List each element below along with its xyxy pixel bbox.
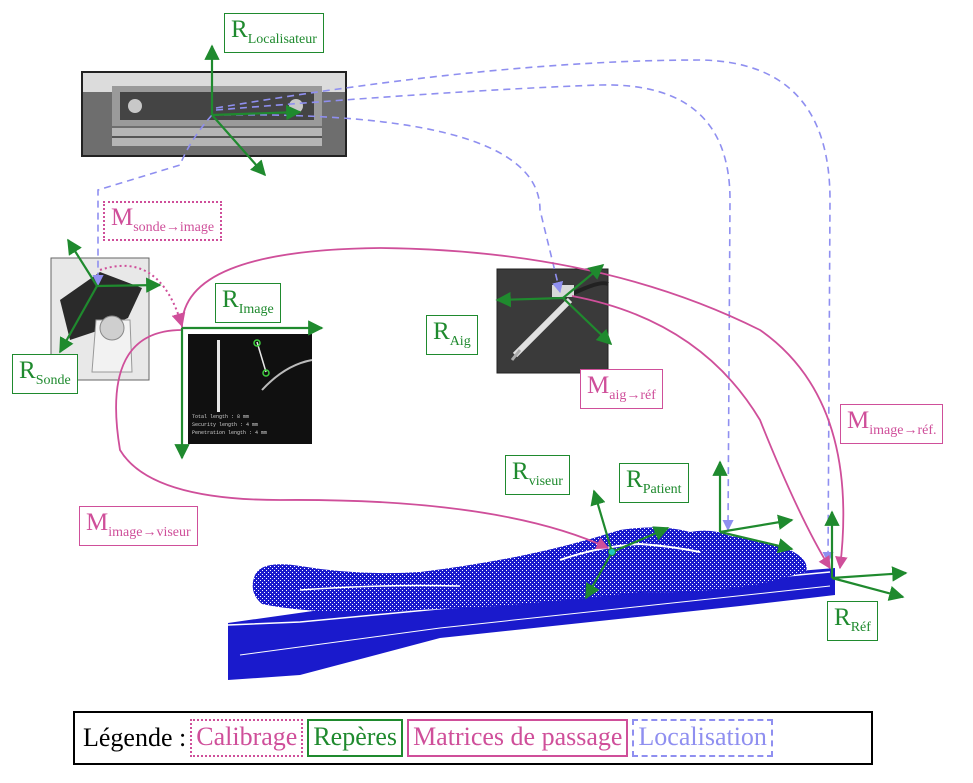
matrix-aig-ref bbox=[571, 295, 831, 570]
legend: Légende : Calibrage Repères Matrices de … bbox=[73, 711, 873, 765]
localisation-to-patient bbox=[215, 84, 734, 532]
matrices-links bbox=[115, 247, 848, 570]
frames bbox=[59, 44, 908, 601]
patient-model bbox=[227, 527, 835, 680]
legend-title: Légende : bbox=[83, 723, 187, 752]
frame-sonde bbox=[59, 238, 162, 354]
label-m-aig-ref: Maig→réf bbox=[580, 369, 663, 409]
label-r-patient: RPatient bbox=[619, 463, 689, 503]
label-r-ref: RRéf bbox=[827, 601, 878, 641]
legend-reperes: Repères bbox=[307, 719, 404, 757]
matrix-image-ref bbox=[181, 247, 848, 570]
frame-ref bbox=[824, 510, 908, 601]
matrix-image-viseur bbox=[115, 329, 610, 549]
localisation-to-sonde bbox=[92, 114, 213, 287]
legend-calibrage: Calibrage bbox=[190, 719, 304, 757]
label-r-aig: RAig bbox=[426, 315, 478, 355]
us-text-3: Penetration length : 4 mm bbox=[192, 430, 267, 436]
viseur-origin bbox=[608, 548, 616, 556]
label-r-image: RImage bbox=[215, 283, 281, 323]
legend-matrices: Matrices de passage bbox=[407, 719, 629, 757]
frame-viseur bbox=[585, 489, 670, 600]
label-m-image-viseur: Mimage→viseur bbox=[79, 506, 198, 546]
legend-localisation: Localisation bbox=[632, 719, 773, 757]
label-r-sonde: RSonde bbox=[12, 354, 78, 394]
us-text-2: Security length : 4 mm bbox=[192, 422, 258, 428]
ultrasound-image: Total length : 8 mm Security length : 4 … bbox=[188, 334, 313, 444]
label-m-image-ref: Mimage→réf. bbox=[840, 404, 944, 444]
frame-localisateur bbox=[204, 44, 302, 177]
us-text-1: Total length : 8 mm bbox=[192, 414, 249, 420]
frame-image bbox=[174, 320, 324, 460]
label-m-sonde-image: Msonde→image bbox=[103, 201, 223, 241]
needle-photo bbox=[496, 268, 609, 374]
frame-patient bbox=[712, 460, 794, 554]
localisation-to-ref bbox=[215, 59, 834, 564]
frame-aig bbox=[495, 264, 613, 346]
label-r-localisateur: RLocalisateur bbox=[224, 13, 324, 53]
label-r-viseur: Rviseur bbox=[505, 455, 570, 495]
localizer-photo bbox=[81, 71, 347, 157]
